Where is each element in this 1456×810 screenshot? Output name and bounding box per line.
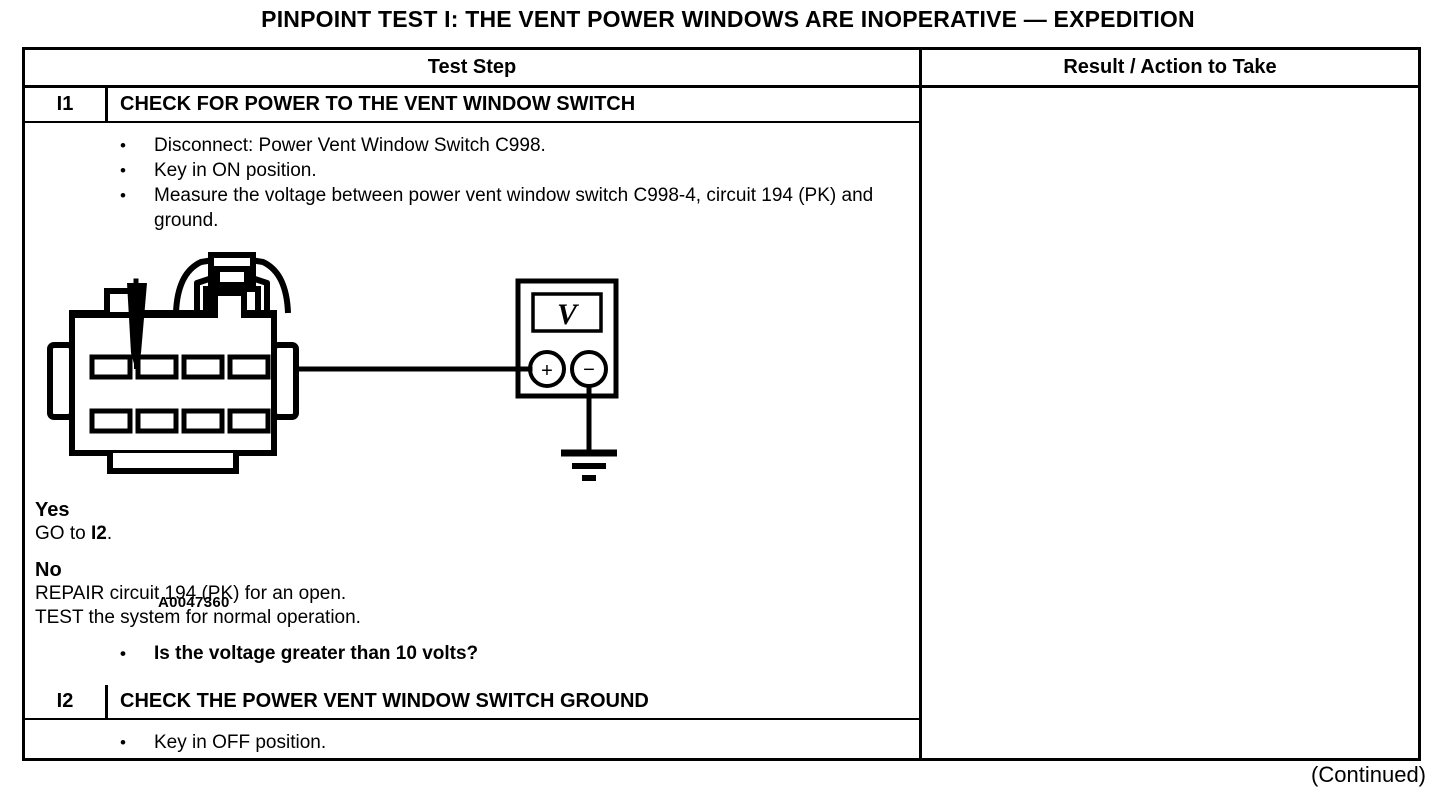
- wiring-diagram-svg: V + −: [47, 252, 619, 481]
- connector-c998-icon: [47, 252, 299, 474]
- connector-cavities-row-1: [89, 354, 271, 380]
- list-item-text: Key in ON position.: [154, 160, 317, 181]
- bullet-icon: •: [120, 644, 126, 663]
- step-i1-left-cell: I1 CHECK FOR POWER TO THE VENT WINDOW SW…: [25, 88, 922, 685]
- list-item-text: Disconnect: Power Vent Window Switch C99…: [154, 135, 546, 156]
- result-yes-prefix: GO to: [35, 523, 91, 544]
- probe-negative-label: −: [583, 359, 595, 381]
- list-item-text: Measure the voltage between power vent w…: [154, 185, 874, 231]
- bullet-icon: •: [120, 186, 126, 205]
- connector-cavities-row-2: [89, 408, 271, 434]
- result-no-label: No: [35, 559, 62, 581]
- step-id-i1: I1: [25, 88, 108, 121]
- continued-note: (Continued): [1311, 762, 1426, 787]
- step-i1-bullet-list: • Disconnect: Power Vent Window Switch C…: [120, 133, 900, 233]
- result-yes-suffix: .: [106, 523, 113, 544]
- list-item: • Is the voltage greater than 10 volts?: [120, 641, 900, 666]
- result-action-block: Yes GO to I2. No REPAIR circuit 194 (PK)…: [35, 498, 505, 630]
- step-i2-result-cell: [922, 685, 1418, 758]
- result-no-line-2: TEST the system for normal operation.: [35, 607, 361, 628]
- figure-id-label: A0047360: [158, 594, 230, 611]
- bullet-icon: •: [120, 161, 126, 180]
- bullet-icon: •: [120, 136, 126, 155]
- pinpoint-test-table: Test Step Result / Action to Take I1 CHE…: [22, 47, 1421, 761]
- page-title: PINPOINT TEST I: THE VENT POWER WINDOWS …: [261, 6, 1195, 32]
- table-row: I1 CHECK FOR POWER TO THE VENT WINDOW SW…: [25, 88, 1418, 685]
- table-header-row: Test Step Result / Action to Take: [25, 50, 1418, 88]
- step-i1-body: • Disconnect: Power Vent Window Switch C…: [25, 123, 919, 682]
- list-item: • Measure the voltage between power vent…: [120, 183, 900, 233]
- list-item: • Key in ON position.: [120, 158, 900, 183]
- step-title-i1: CHECK FOR POWER TO THE VENT WINDOW SWITC…: [120, 93, 636, 115]
- result-yes-label: Yes: [35, 499, 70, 521]
- result-spacer: [35, 546, 505, 558]
- step-i1-title-row: I1 CHECK FOR POWER TO THE VENT WINDOW SW…: [25, 88, 919, 123]
- result-yes-text: GO to I2.: [35, 522, 505, 546]
- list-item-text: Key in OFF position.: [154, 732, 327, 753]
- multimeter-icon: V + −: [515, 278, 619, 399]
- column-header-result-action: Result / Action to Take: [1063, 56, 1277, 78]
- test-figure-voltage-measurement: V + −: [25, 123, 922, 643]
- step-i2-title-row: I2 CHECK THE POWER VENT WINDOW SWITCH GR…: [25, 685, 919, 720]
- step-i1-question: • Is the voltage greater than 10 volts?: [120, 641, 900, 666]
- step-i2-bullet-list: • Key in OFF position.: [120, 730, 900, 755]
- result-yes-step-link[interactable]: I2: [90, 523, 107, 544]
- list-item-text: Is the voltage greater than 10 volts?: [154, 643, 479, 664]
- step-title-i2: CHECK THE POWER VENT WINDOW SWITCH GROUN…: [120, 690, 649, 712]
- step-id-i2: I2: [25, 685, 108, 718]
- step-i1-result-cell: Yes GO to I2. No REPAIR circuit 194 (PK)…: [35, 88, 1418, 685]
- table-row: I2 CHECK THE POWER VENT WINDOW SWITCH GR…: [25, 685, 1418, 758]
- list-item: • Disconnect: Power Vent Window Switch C…: [120, 133, 900, 158]
- list-item: • Key in OFF position.: [120, 730, 900, 755]
- probe-positive-label: +: [541, 360, 553, 382]
- bullet-icon: •: [120, 733, 126, 752]
- column-header-test-step: Test Step: [25, 50, 922, 85]
- multimeter-display-value: V: [557, 298, 580, 331]
- result-no-line-1: REPAIR circuit 194 (PK) for an open.: [35, 583, 347, 604]
- step-i2-body: • Key in OFF position.: [25, 720, 919, 755]
- step-i2-left-cell: I2 CHECK THE POWER VENT WINDOW SWITCH GR…: [25, 685, 922, 758]
- ground-symbol-icon: [561, 449, 617, 481]
